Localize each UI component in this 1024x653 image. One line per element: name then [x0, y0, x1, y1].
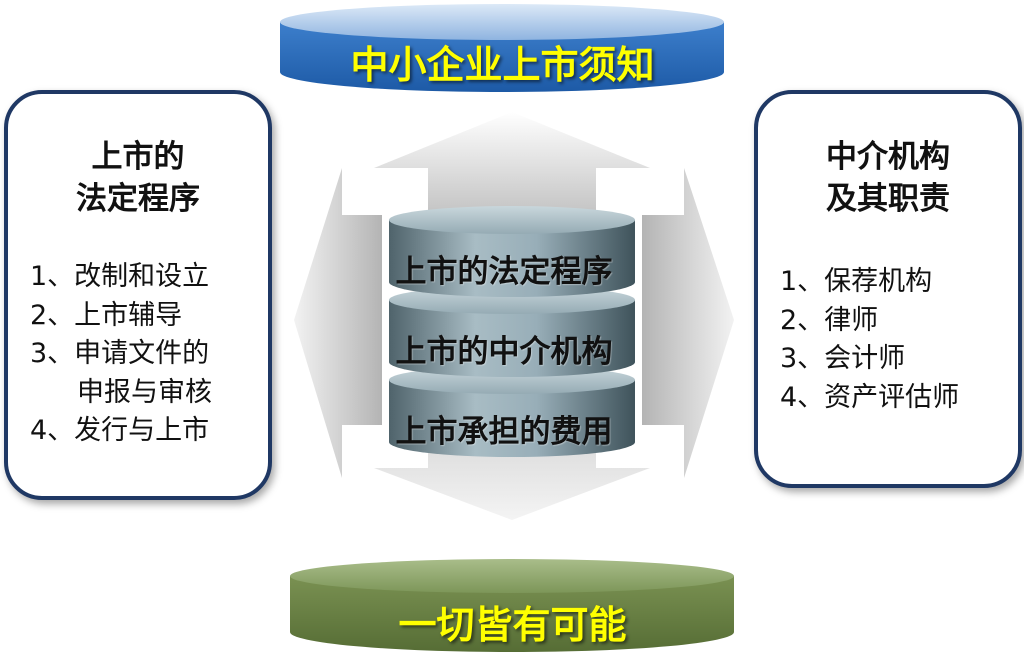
bottom-banner-title: 一切皆有可能 — [398, 603, 627, 647]
stack-layer-2-label: 上市的中介机构 — [395, 334, 613, 370]
stack-layer-1-top — [389, 206, 635, 234]
arrow-up — [374, 112, 650, 225]
stack-layer-1-body — [389, 220, 635, 297]
left-box-list: 1、改制和设立 2、上市辅导 3、申请文件的 申报与审核 4、发行与上市 — [30, 258, 266, 451]
left-box-title: 上市的 法定程序 — [4, 136, 272, 220]
list-item: 2、律师 — [780, 304, 879, 336]
list-item: 3、申请文件的 — [30, 338, 210, 369]
bottom-banner-face — [290, 559, 734, 593]
stack-layer-3-body — [389, 380, 635, 457]
list-item: 申报与审核 — [77, 376, 212, 408]
list-item: 1、改制和设立 — [30, 261, 210, 292]
right-box-title-line1: 中介机构 — [826, 139, 950, 175]
arrow-right — [642, 168, 734, 478]
list-item: 3、会计师 — [780, 343, 906, 374]
stack-layer-1-label: 上市的法定程序 — [395, 254, 613, 290]
left-info-box — [4, 90, 272, 500]
list-item: 1、保荐机构 — [780, 266, 933, 297]
stack-layer-3-label: 上市承担的费用 — [395, 414, 613, 450]
list-item: 2、上市辅导 — [30, 299, 183, 331]
right-box-title-line2: 及其职责 — [826, 181, 950, 217]
right-info-box — [754, 90, 1022, 488]
top-banner-face — [280, 4, 724, 40]
top-banner-side — [280, 22, 724, 92]
list-item: 4、发行与上市 — [30, 415, 210, 446]
left-box-title-line1: 上市的 — [91, 139, 185, 175]
top-banner-title: 中小企业上市须知 — [350, 43, 655, 87]
left-box-title-line2: 法定程序 — [76, 181, 200, 217]
list-item: 4、资产评估师 — [780, 381, 960, 413]
bottom-banner-side — [290, 576, 734, 652]
stack-layer-2-body — [389, 300, 635, 377]
right-box-title: 中介机构 及其职责 — [754, 136, 1022, 220]
arrow-left — [294, 168, 382, 478]
right-box-list: 1、保荐机构 2、律师 3、会计师 4、资产评估师 — [780, 263, 1016, 417]
